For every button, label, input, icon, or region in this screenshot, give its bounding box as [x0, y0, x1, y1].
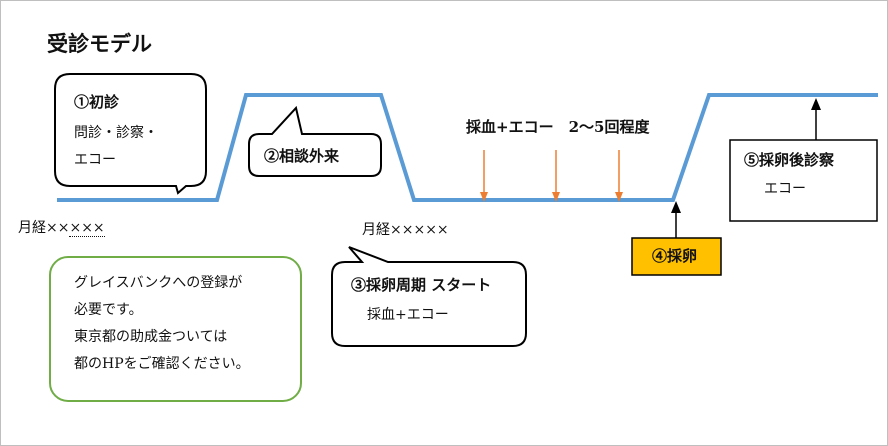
monitoring-label: 採血+エコー 2～5回程度 [466, 118, 650, 136]
month-label-1: 月経××××× [18, 220, 105, 237]
post-exam-sub: エコー [764, 181, 806, 197]
first-visit-line1: 問診・診察・ [74, 125, 158, 141]
post-exam-heading: ⑤採卵後診察 [744, 151, 835, 169]
first-visit-line2: エコー [74, 152, 116, 168]
post-exam-box [729, 139, 878, 222]
month-label-1-underlined: ××× [69, 220, 105, 237]
cycle-start-callout [331, 246, 527, 347]
consultation-label: ②相談外来 [264, 147, 340, 165]
timeline-line [57, 93, 878, 202]
cycle-start-heading: ③採卵周期 スタート [351, 276, 492, 294]
page-title: 受診モデル [47, 32, 152, 56]
note-line4: 都のHPをご確認ください。 [74, 356, 250, 372]
egg-retrieval-label: ④採卵 [652, 247, 698, 265]
note-line3: 東京都の助成金ついては [74, 329, 228, 345]
first-visit-callout [54, 73, 207, 195]
cycle-start-sub: 採血+エコー [367, 307, 449, 323]
note-box [49, 256, 302, 402]
consultation-callout [248, 105, 382, 177]
month-label-1-prefix: 月経×× [18, 220, 70, 236]
note-line1: グレイスバンクへの登録が [74, 275, 243, 291]
first-visit-heading: ①初診 [74, 93, 120, 111]
month-label-2: 月経××××× [362, 222, 449, 238]
note-line2: 必要です。 [74, 302, 143, 318]
